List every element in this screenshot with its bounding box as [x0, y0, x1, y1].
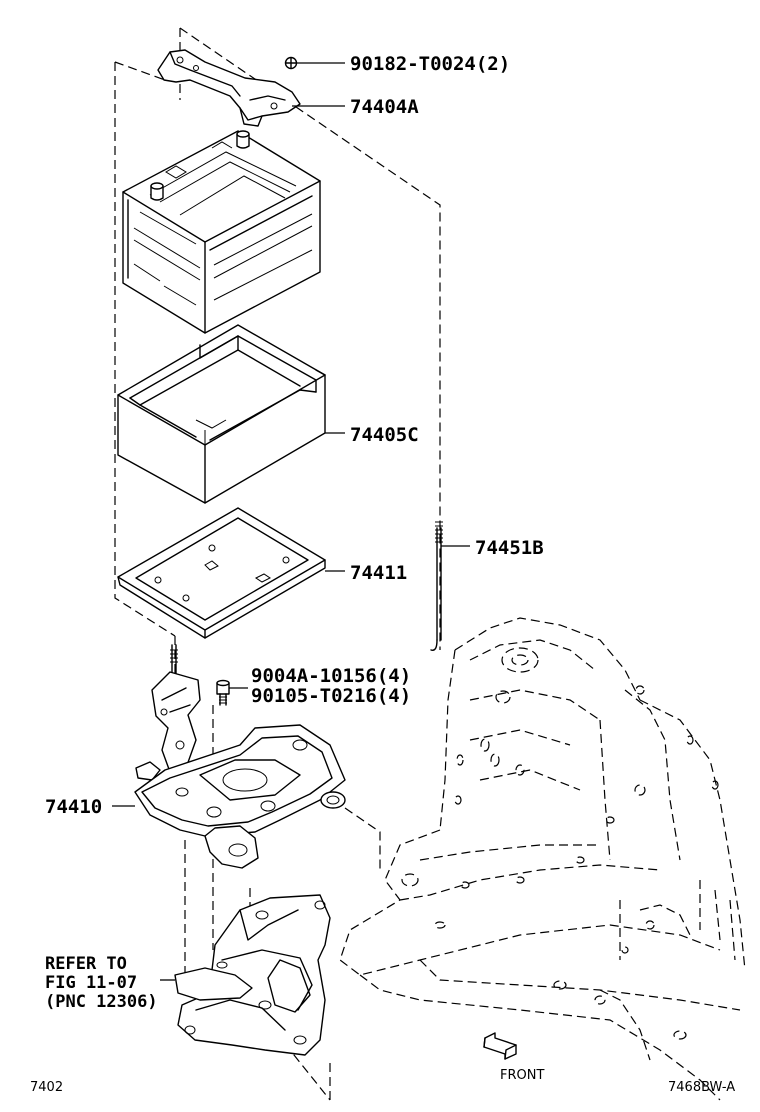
callout-bolt-b: 90105-T0216(4) [251, 685, 411, 707]
refer-line-2: FIG 11-07 [45, 973, 137, 993]
figure-number: 7402 [30, 1080, 63, 1095]
tray-cover[interactable] [117, 324, 326, 504]
refer-line-3: (PNC 12306) [45, 992, 158, 1012]
battery[interactable] [122, 130, 321, 334]
callout-nut: 90182-T0024(2) [350, 53, 510, 75]
callout-tray-cover: 74405C [350, 424, 419, 446]
front-label: FRONT [500, 1068, 544, 1083]
leader-lines [112, 62, 470, 981]
callout-clamp: 74404A [350, 96, 419, 118]
vehicle-body [339, 617, 746, 1101]
battery-carrier[interactable] [134, 644, 346, 869]
mount-bracket[interactable] [174, 894, 331, 1056]
battery-clamp[interactable] [157, 49, 301, 127]
bolt-part[interactable] [216, 679, 230, 706]
nut-part[interactable] [284, 56, 298, 70]
callout-rod: 74451B [475, 537, 544, 559]
callout-carrier: 74410 [45, 796, 102, 818]
callout-bolt-a: 9004A-10156(4) [251, 665, 411, 687]
callout-tray: 74411 [350, 562, 407, 584]
callout-labels: 90182-T0024(2) 74404A 74405C 74451B 7441… [30, 53, 735, 1095]
drawing-code: 7468BW-A [668, 1080, 735, 1095]
front-arrow [483, 1032, 517, 1060]
battery-tray[interactable] [117, 507, 326, 639]
hold-down-rod[interactable] [430, 521, 443, 651]
refer-line-1: REFER TO [45, 954, 127, 974]
